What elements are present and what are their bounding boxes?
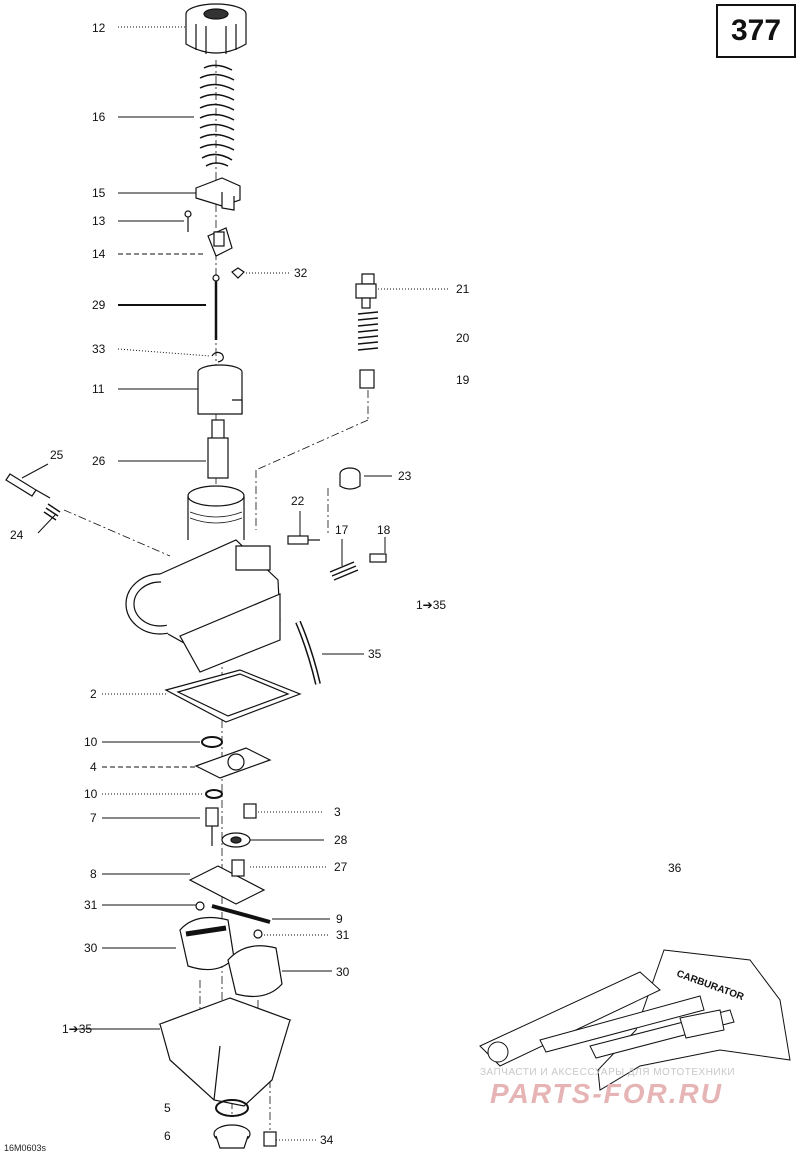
callout-30-right: 30 [336, 965, 350, 979]
callout-6: 6 [164, 1129, 171, 1143]
callout-14: 14 [92, 247, 106, 261]
part-plunger-cap [339, 467, 361, 490]
callout-15: 15 [92, 186, 106, 200]
part-drain-plug [213, 1124, 251, 1149]
part-carburetor-body [125, 485, 281, 673]
part-bowl-screw [263, 1131, 277, 1147]
drawing-code: 16M0603s [4, 1143, 47, 1153]
part-float-pin [211, 904, 271, 924]
callout-28: 28 [334, 833, 348, 847]
callout-16: 16 [92, 110, 106, 124]
part-clip-32 [231, 267, 245, 279]
callout-5: 5 [164, 1101, 171, 1115]
part-cable-adjuster [355, 273, 379, 389]
part-retainer-plate [195, 177, 241, 211]
part-needle-clip-plate [207, 227, 233, 257]
callout-23: 23 [398, 469, 412, 483]
callout-22: 22 [291, 494, 305, 508]
callout-35: 35 [368, 647, 382, 661]
part-throttle-spring [199, 64, 235, 167]
callout-17: 17 [335, 523, 349, 537]
part-float-arm [188, 859, 266, 905]
part-cap [185, 3, 247, 54]
part-starter-plunger [207, 419, 229, 479]
callout-24: 24 [10, 528, 24, 542]
callout-13: 13 [92, 214, 106, 228]
callout-34: 34 [320, 1133, 334, 1147]
callout-36: 36 [668, 861, 682, 875]
part-air-screw [5, 473, 61, 521]
callout-18: 18 [377, 523, 391, 537]
watermark-tagline: ЗАПЧАСТИ И АКСЕССУАРЫ ДЛЯ МОТОТЕХНИКИ [480, 1067, 736, 1078]
part-overflow-hose [295, 620, 321, 685]
callout-25: 25 [50, 448, 64, 462]
callout-31-right: 31 [336, 928, 350, 942]
callout-labels: 12 16 15 13 14 32 29 21 20 33 19 11 26 2… [10, 21, 682, 1147]
callout-12: 12 [92, 21, 106, 35]
leader-lines [21, 26, 450, 1141]
callout-7: 7 [90, 811, 97, 825]
callout-1-to-35-lower: 1➔35 [62, 1022, 92, 1036]
part-float-left [179, 917, 235, 971]
part-tool-kit [479, 949, 791, 1091]
part-throttle-slide [197, 364, 243, 415]
part-o-ring-lower [205, 789, 223, 799]
callout-1-to-35-upper: 1➔35 [416, 598, 446, 612]
page-number-badge: 377 [716, 4, 796, 58]
part-needle-jet [205, 807, 219, 846]
part-drain-o-ring [215, 1099, 249, 1117]
callout-30-left: 30 [84, 941, 98, 955]
callout-10-lower: 10 [84, 787, 98, 801]
part-float-screw-right [253, 929, 263, 939]
part-idle-screw [329, 553, 387, 581]
part-small-screw [184, 210, 192, 232]
part-float-right [227, 945, 283, 997]
callout-32: 32 [294, 266, 308, 280]
callout-8: 8 [90, 867, 97, 881]
callout-26: 26 [92, 454, 106, 468]
part-e-clip [211, 351, 224, 363]
callout-27: 27 [334, 860, 348, 874]
watermark-logo: PARTS-FOR.RU [490, 1078, 723, 1109]
part-baffle-plate [194, 747, 272, 779]
callout-11: 11 [92, 382, 105, 396]
part-float-bowl [158, 997, 292, 1107]
callout-20: 20 [456, 331, 470, 345]
callout-33: 33 [92, 342, 106, 356]
callout-9: 9 [336, 912, 343, 926]
callout-3: 3 [334, 805, 341, 819]
callout-31-left: 31 [84, 898, 98, 912]
callout-4: 4 [90, 760, 97, 774]
part-pilot-screw [287, 535, 320, 545]
part-jet-needle [212, 274, 220, 340]
part-o-ring-upper [201, 736, 223, 748]
callout-10-upper: 10 [84, 735, 98, 749]
callout-21: 21 [456, 282, 470, 296]
callout-29: 29 [92, 298, 106, 312]
part-float-pin-screw [243, 803, 257, 819]
part-float-screw-left [195, 901, 205, 911]
part-main-jet-washer [221, 832, 251, 848]
callout-19: 19 [456, 373, 470, 387]
callout-2: 2 [90, 687, 97, 701]
part-float-bowl-gasket [164, 669, 302, 723]
